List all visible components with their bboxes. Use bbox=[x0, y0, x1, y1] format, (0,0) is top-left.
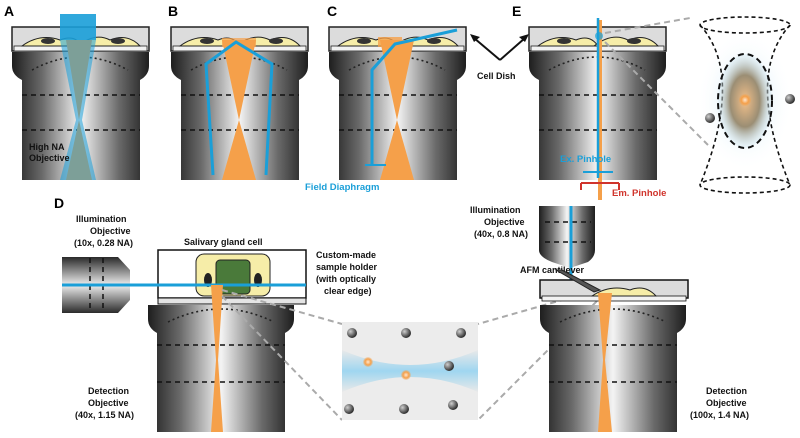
detection-objective-left bbox=[148, 305, 294, 432]
cells bbox=[536, 36, 660, 47]
holder-label-2: sample holder bbox=[316, 262, 378, 272]
detection-objective-right bbox=[540, 305, 686, 432]
hilo-illumination-path bbox=[370, 28, 458, 165]
panel-label-c: C bbox=[327, 3, 337, 19]
detect-right-label-1: Detection bbox=[706, 386, 747, 396]
illum-left-label-2: Objective bbox=[90, 226, 131, 236]
detection-beam-right bbox=[598, 293, 612, 432]
detect-left-label-1: Detection bbox=[88, 386, 129, 396]
ex-pinhole-label: Ex. Pinhole bbox=[560, 154, 611, 165]
focal-volume-inset bbox=[697, 16, 795, 194]
detect-right-label-2: Objective bbox=[706, 398, 747, 408]
salivary-label: Salivary gland cell bbox=[184, 237, 263, 247]
panel-label-d: D bbox=[54, 195, 64, 211]
panel-c: C Field Diaphragm bbox=[305, 3, 467, 193]
holder-label-1: Custom-made bbox=[316, 250, 376, 260]
emission-beam bbox=[222, 40, 256, 180]
cell-dish-label: Cell Dish bbox=[477, 71, 516, 81]
panel-a: A High NA Objective bbox=[4, 3, 150, 180]
illum-right-label-2: Objective bbox=[484, 217, 525, 227]
high-na-label-2: Objective bbox=[29, 153, 70, 163]
illum-left-label-3: (10x, 0.28 NA) bbox=[74, 238, 133, 248]
illum-left-label-1: Illumination bbox=[76, 214, 127, 224]
panel-e: E Ex. Pinhole Em. Pinhole bbox=[512, 3, 795, 200]
afm-cantilever bbox=[554, 269, 602, 293]
cell-dish-callout: Cell Dish bbox=[470, 34, 529, 81]
holder-label-4: clear edge) bbox=[324, 286, 372, 296]
panel-b: B bbox=[168, 3, 309, 180]
detect-left-label-3: (40x, 1.15 NA) bbox=[75, 410, 134, 420]
panel-label-e: E bbox=[512, 3, 521, 19]
detection-beam bbox=[211, 285, 223, 432]
emission-beam bbox=[380, 40, 414, 180]
high-na-label-1: High NA bbox=[29, 142, 65, 152]
afm-label: AFM cantilever bbox=[520, 265, 585, 275]
illumination-beam bbox=[60, 14, 96, 40]
light-sheet-waist bbox=[342, 350, 478, 392]
detect-right-label-3: (100x, 1.4 NA) bbox=[690, 410, 749, 420]
field-diaphragm-label: Field Diaphragm bbox=[305, 182, 379, 193]
panel-label-b: B bbox=[168, 3, 178, 19]
panel-label-a: A bbox=[4, 3, 14, 19]
illum-objective-right bbox=[539, 206, 595, 268]
illum-right-label-3: (40x, 0.8 NA) bbox=[474, 229, 528, 239]
em-pinhole-label: Em. Pinhole bbox=[612, 188, 666, 199]
illum-right-label-1: Illumination bbox=[470, 205, 521, 215]
cells bbox=[20, 36, 142, 47]
panel-d-right: Illumination Objective (40x, 0.8 NA) AFM… bbox=[470, 205, 749, 432]
tirf-illumination-path bbox=[204, 40, 274, 176]
light-sheet-inset bbox=[342, 322, 478, 420]
detect-left-label-2: Objective bbox=[88, 398, 129, 408]
holder-label-3: (with optically bbox=[316, 274, 376, 284]
